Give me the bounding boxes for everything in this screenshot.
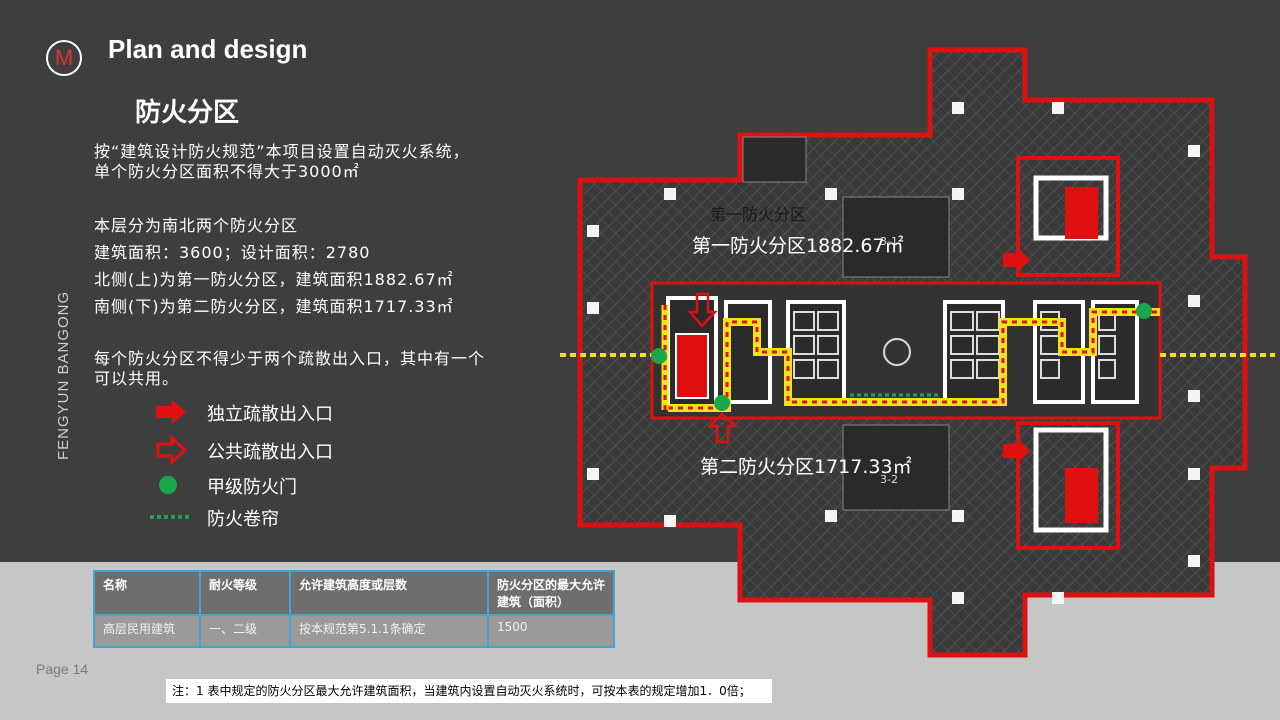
legend-label: 甲级防火门	[207, 477, 297, 498]
exit-arrow-icon	[1003, 247, 1030, 273]
rule-text: 每个防火分区不得少于两个疏散出入口，其中有一个 可以共用。	[94, 349, 485, 389]
green-dot-icon	[159, 476, 177, 494]
floor-plan: 3-1 3-2 第一防火分区 第一防火分区1882.67㎡ 第二防火分区1717…	[560, 47, 1275, 658]
table-cell: 按本规范第5.1.1条确定	[289, 614, 489, 648]
outline-red-arrow-icon	[156, 434, 188, 466]
exit-arrow-icon	[1003, 438, 1030, 464]
table-header-row: 名称 耐火等级 允许建筑高度或层数 防火分区的最大允许建筑（面积）	[93, 570, 615, 616]
se-tower-outline	[1016, 421, 1120, 550]
logo: M	[46, 40, 82, 76]
detail-line: 南侧(下)为第二防火分区，建筑面积1717.33㎡	[94, 297, 454, 316]
rule-line-1: 每个防火分区不得少于两个疏散出入口，其中有一个	[94, 349, 486, 368]
fire-zone-table: 名称 耐火等级 允许建筑高度或层数 防火分区的最大允许建筑（面积） 高层民用建筑…	[93, 570, 615, 648]
shared-exit-arrow-icon	[706, 412, 739, 444]
spiral-stair-icon	[883, 338, 911, 366]
table-cell: 1500	[487, 614, 615, 648]
legend-icons	[150, 400, 192, 519]
footnote: 注：1 表中规定的防火分区最大允许建筑面积，当建筑内设置自动灭火系统时，可按本表…	[166, 679, 772, 703]
page-number: Page 14	[36, 661, 89, 677]
zone-1-label: 第一防火分区1882.67㎡	[692, 234, 904, 257]
ne-tower-outline	[1016, 156, 1120, 277]
legend-label: 防火卷帘	[207, 509, 279, 530]
room-tag: 3-1	[880, 235, 898, 248]
table-header: 允许建筑高度或层数	[289, 570, 489, 616]
table-header: 防火分区的最大允许建筑（面积）	[487, 570, 615, 616]
table-cell: 高层民用建筑	[93, 614, 201, 648]
stair-se-frame	[1033, 427, 1109, 533]
side-label: FENGYUN BANGONG	[55, 290, 72, 460]
zone-1-faint-label: 第一防火分区	[710, 205, 806, 224]
page-title: Plan and design	[108, 34, 308, 64]
intro-text: 按“建筑设计防火规范”本项目设置自动灭火系统， 单个防火分区面积不得大于3000…	[94, 142, 470, 182]
table-header: 名称	[93, 570, 201, 616]
detail-line: 建筑面积：3600；设计面积：2780	[94, 243, 371, 262]
room-top	[842, 196, 950, 278]
fire-door-icon	[651, 348, 667, 364]
stair-core-left	[675, 333, 709, 399]
rule-line-2: 可以共用。	[94, 369, 180, 388]
section-title: 防火分区	[135, 98, 240, 128]
stair-ne	[1065, 187, 1098, 239]
legend-label: 公共疏散出入口	[207, 442, 333, 463]
fire-door-icon	[714, 395, 730, 411]
detail-line: 本层分为南北两个防火分区	[94, 216, 299, 235]
room-corner	[742, 136, 807, 183]
shared-exit-arrow-icon	[687, 292, 718, 328]
solid-red-arrow-icon	[156, 400, 186, 424]
legend-label: 独立疏散出入口	[207, 404, 333, 425]
detail-line: 北侧(上)为第一防火分区，建筑面积1882.67㎡	[94, 270, 454, 289]
fire-door-icon	[1136, 303, 1152, 319]
zone-2-label: 第二防火分区1717.33㎡	[700, 455, 912, 478]
table-cell: 一、二级	[199, 614, 291, 648]
details-list: 本层分为南北两个防火分区 建筑面积：3600；设计面积：2780 北侧(上)为第…	[94, 212, 454, 320]
structural-columns	[587, 102, 1200, 604]
table-header: 耐火等级	[199, 570, 291, 616]
logo-letter: M	[54, 45, 74, 70]
stair-se	[1065, 468, 1098, 523]
intro-line-2: 单个防火分区面积不得大于3000㎡	[94, 162, 360, 181]
room-tag: 3-2	[880, 473, 898, 486]
intro-line-1: 按“建筑设计防火规范”本项目设置自动灭火系统，	[94, 142, 470, 161]
room-bottom	[842, 424, 950, 511]
table-row: 高层民用建筑 一、二级 按本规范第5.1.1条确定 1500	[93, 614, 615, 648]
